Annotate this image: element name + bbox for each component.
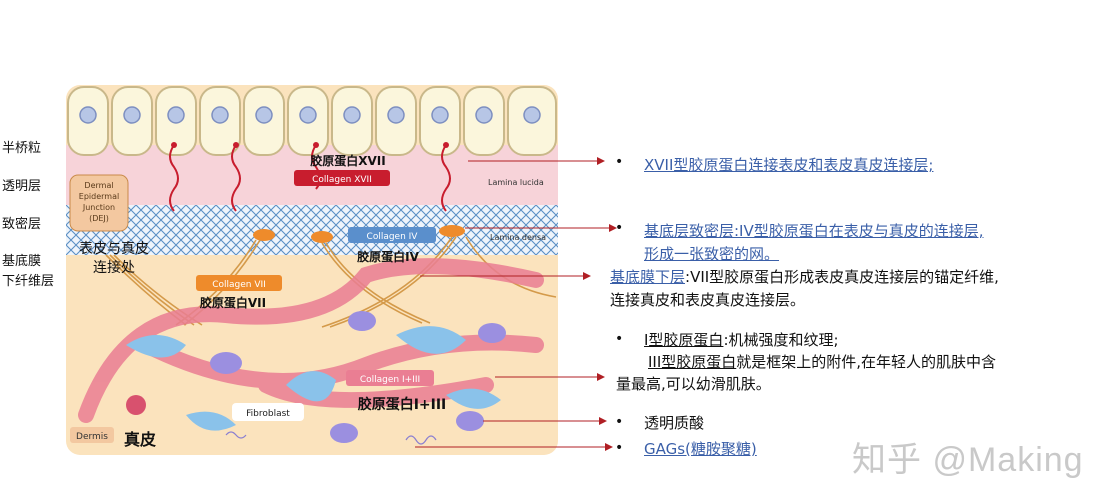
bullet: • [615, 220, 624, 236]
collagen17-cn: 胶原蛋白XVII [310, 153, 385, 168]
note-collagen3-2: 量最高,可以幼滑肌肤。 [616, 375, 771, 393]
dej-box-line: Dermal [84, 181, 113, 190]
dej-box-line: Epidermal [79, 192, 119, 201]
label-hemidesmosome: 半桥粒 [2, 141, 42, 156]
note-collagen3-link[interactable]: III型胶原蛋白 [648, 353, 737, 371]
lamina-densa-en: Lamina densa [490, 233, 546, 242]
bullet: • [615, 440, 624, 456]
lamina-lucida-en: Lamina lucida [488, 178, 544, 187]
collagen7-en: Collagen VII [212, 280, 266, 290]
note-sublamina-1: 基底膜下层:VII型胶原蛋白形成表皮真皮连接层的锚定纤维, [610, 266, 999, 288]
dej-cn-1: 表皮与真皮 [79, 241, 149, 257]
dej-cn-2: 连接处 [93, 259, 135, 276]
bullet: • [615, 331, 624, 347]
note-gags[interactable]: GAGs(糖胺聚糖) [644, 440, 757, 458]
fibroblasts [126, 326, 501, 431]
collagen4-cn: 胶原蛋白IV [357, 249, 419, 264]
note-lamina-densa-1[interactable]: 基底层致密层:IV型胶原蛋白在表皮与真皮的连接层, [644, 222, 984, 240]
collagen4-en: Collagen IV [367, 232, 419, 242]
note-collagen1-rest: :机械强度和纹理; [723, 331, 839, 349]
dej-box-line: Junction [82, 203, 115, 212]
note-collagen1: I型胶原蛋白:机械强度和纹理; [644, 329, 839, 351]
dej-box-line: (DEJ) [89, 214, 109, 223]
label-sub-lamina-1: 基底膜 [2, 254, 42, 269]
epidermal-cells [67, 86, 557, 156]
note-collagen3: III型胶原蛋白就是框架上的附件,在年轻人的肌肤中含 [648, 351, 996, 373]
dermis-en: Dermis [76, 432, 108, 442]
note-hyaluronic-acid: 透明质酸 [644, 414, 705, 432]
collagen-end [126, 395, 146, 415]
note-collagen3-rest: 就是框架上的附件,在年轻人的肌肤中含 [736, 353, 997, 371]
collagen7-cn: 胶原蛋白VII [200, 295, 266, 310]
hyaluronic-acid [210, 311, 506, 443]
dermis-cn: 真皮 [124, 430, 156, 449]
note-collagen1-link[interactable]: I型胶原蛋白 [644, 331, 724, 349]
label-sub-lamina-2: 下纤维层 [2, 274, 55, 289]
collagen13-cn: 胶原蛋白I+III [358, 396, 447, 413]
bullet: • [615, 414, 624, 430]
dej-box [69, 174, 129, 232]
label-lamina-densa: 致密层 [2, 217, 42, 232]
note-sublamina-2: 连接真皮和表皮真皮连接层。 [610, 291, 806, 309]
bullet: • [615, 154, 624, 170]
label-lamina-lucida: 透明层 [2, 179, 42, 194]
fibroblast-label: Fibroblast [246, 409, 290, 419]
note-sublamina-link[interactable]: 基底膜下层 [610, 268, 686, 286]
collagen13-fibers [78, 258, 544, 423]
hemidesmosome-dots [171, 142, 449, 148]
note-collagen17[interactable]: XVII型胶原蛋白连接表皮和表皮真皮连接层; [644, 156, 934, 174]
note-lamina-densa-2[interactable]: 形成一张致密的网。 [644, 245, 780, 263]
collagen13-en: Collagen I+III [360, 375, 420, 385]
note-sublamina-rest: :VII型胶原蛋白形成表皮真皮连接层的锚定纤维, [685, 268, 999, 286]
collagen17-en: Collagen XVII [312, 175, 372, 185]
anchoring-plaques [253, 225, 465, 243]
watermark: 知乎 @Making [852, 441, 1084, 479]
skin-structure-diagram: Dermal Epidermal Junction (DEJ) 表皮与真皮 连接… [66, 85, 558, 455]
